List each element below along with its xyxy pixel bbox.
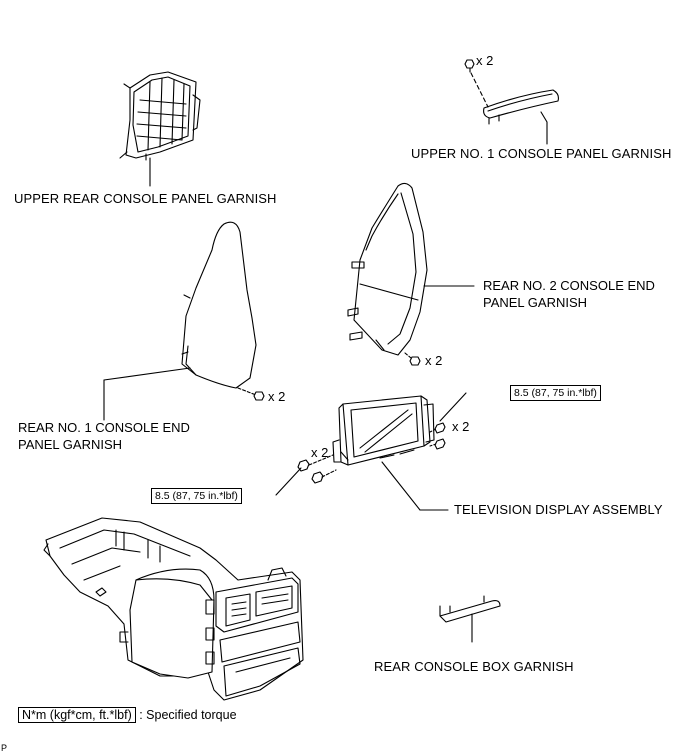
label-upper-rear-console-panel-garnish: UPPER REAR CONSOLE PANEL GARNISH [14,191,277,206]
label-television-display-assembly: TELEVISION DISPLAY ASSEMBLY [454,502,663,517]
upper-no1-console-panel-garnish-part [464,59,559,145]
label-line: REAR NO. 2 CONSOLE END [483,278,655,293]
corner-mark: P [1,743,8,753]
legend-unit-box: N*m (kgf*cm, ft.*lbf) [18,707,136,723]
torque-box-tv-right: 8.5 (87, 75 in.*lbf) [510,385,601,401]
torque-box-tv-left: 8.5 (87, 75 in.*lbf) [151,488,242,504]
label-rear-no1-console-end-panel-garnish: REAR NO. 1 CONSOLE END PANEL GARNISH [18,419,190,453]
label-rear-console-box-garnish: REAR CONSOLE BOX GARNISH [374,659,574,674]
qty-tv-left-bolts: x 2 [311,445,329,460]
upper-rear-console-panel-garnish-part [119,71,201,187]
label-upper-no1-console-panel-garnish: UPPER NO. 1 CONSOLE PANEL GARNISH [411,146,672,161]
qty-upper-no1-screws: x 2 [476,53,494,68]
label-line: PANEL GARNISH [18,437,123,452]
qty-tv-right-bolts: x 2 [452,419,470,434]
label-line: REAR NO. 1 CONSOLE END [18,420,190,435]
rear-no2-console-end-panel-garnish-part [347,182,475,366]
qty-rear-no1-screws: x 2 [268,389,286,404]
torque-legend: N*m (kgf*cm, ft.*lbf) : Specified torque [18,706,237,724]
label-line: PANEL GARNISH [483,295,588,310]
legend-description: : Specified torque [139,708,237,722]
label-rear-no2-console-end-panel-garnish: REAR NO. 2 CONSOLE END PANEL GARNISH [483,277,655,311]
rear-no1-console-end-panel-garnish-part [103,221,265,421]
qty-rear-no2-screws: x 2 [425,353,443,368]
rear-console-box-part [43,517,304,701]
television-display-assembly-part [275,392,467,511]
rear-console-box-garnish-part [439,595,501,643]
